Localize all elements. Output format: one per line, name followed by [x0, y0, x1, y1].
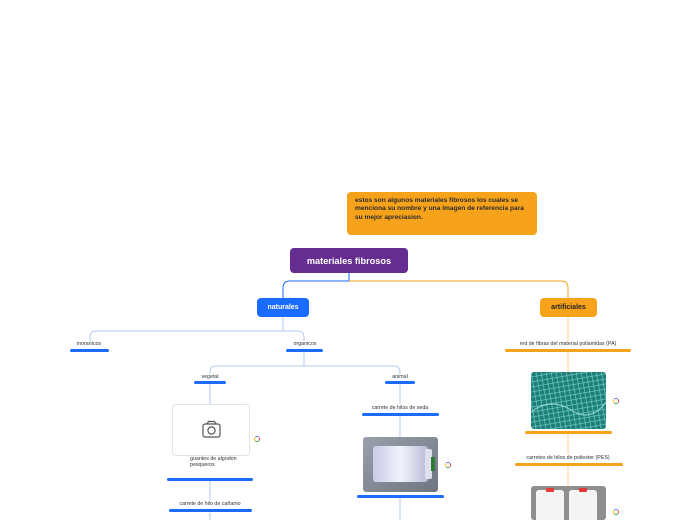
- poliester-underline: [515, 463, 623, 466]
- vegetal-label[interactable]: vegetal: [201, 374, 219, 380]
- google-search-icon[interactable]: [613, 398, 619, 404]
- google-search-icon[interactable]: [613, 509, 619, 515]
- organicos-label[interactable]: organicos: [293, 341, 317, 347]
- camera-icon: [202, 420, 221, 438]
- guantes-underline: [167, 478, 253, 481]
- canamo-underline: [169, 509, 252, 512]
- inorganicos-underline: [70, 349, 109, 352]
- canamo-label[interactable]: carrete de hilo de cañamo: [179, 501, 241, 507]
- google-search-icon[interactable]: [445, 462, 451, 468]
- poliamidas-label[interactable]: red de fibras del material poliamidas (P…: [519, 341, 617, 347]
- animal-label[interactable]: animal: [392, 374, 408, 380]
- vegetal-underline: [194, 381, 226, 384]
- artificiales-topic[interactable]: artificiales: [540, 298, 597, 317]
- poliester-label[interactable]: carretes de hilos de poliester (PES): [526, 455, 610, 461]
- seda-underline: [362, 413, 439, 416]
- description-note[interactable]: estos son algunos materiales fibrosos lo…: [347, 192, 537, 235]
- inorganicos-label[interactable]: inoranicos: [76, 341, 102, 347]
- polyamide-net-image[interactable]: [531, 372, 606, 429]
- polyester-spools-image[interactable]: [531, 486, 606, 520]
- naturales-topic[interactable]: naturales: [257, 298, 309, 317]
- poliamidas-image-underline: [525, 431, 612, 434]
- poliamidas-underline: [505, 349, 631, 352]
- google-search-icon[interactable]: [254, 436, 260, 442]
- root-topic[interactable]: materiales fibrosos: [290, 248, 408, 273]
- animal-underline: [385, 381, 415, 384]
- guantes-image-placeholder[interactable]: [172, 404, 250, 456]
- organicos-underline: [286, 349, 323, 352]
- guantes-label[interactable]: guantes de algodon pesqueros: [190, 456, 237, 469]
- seda-image-underline: [357, 495, 444, 498]
- silk-thread-spool-image[interactable]: [363, 437, 438, 492]
- seda-label[interactable]: carrete de hilos de seda: [371, 405, 429, 411]
